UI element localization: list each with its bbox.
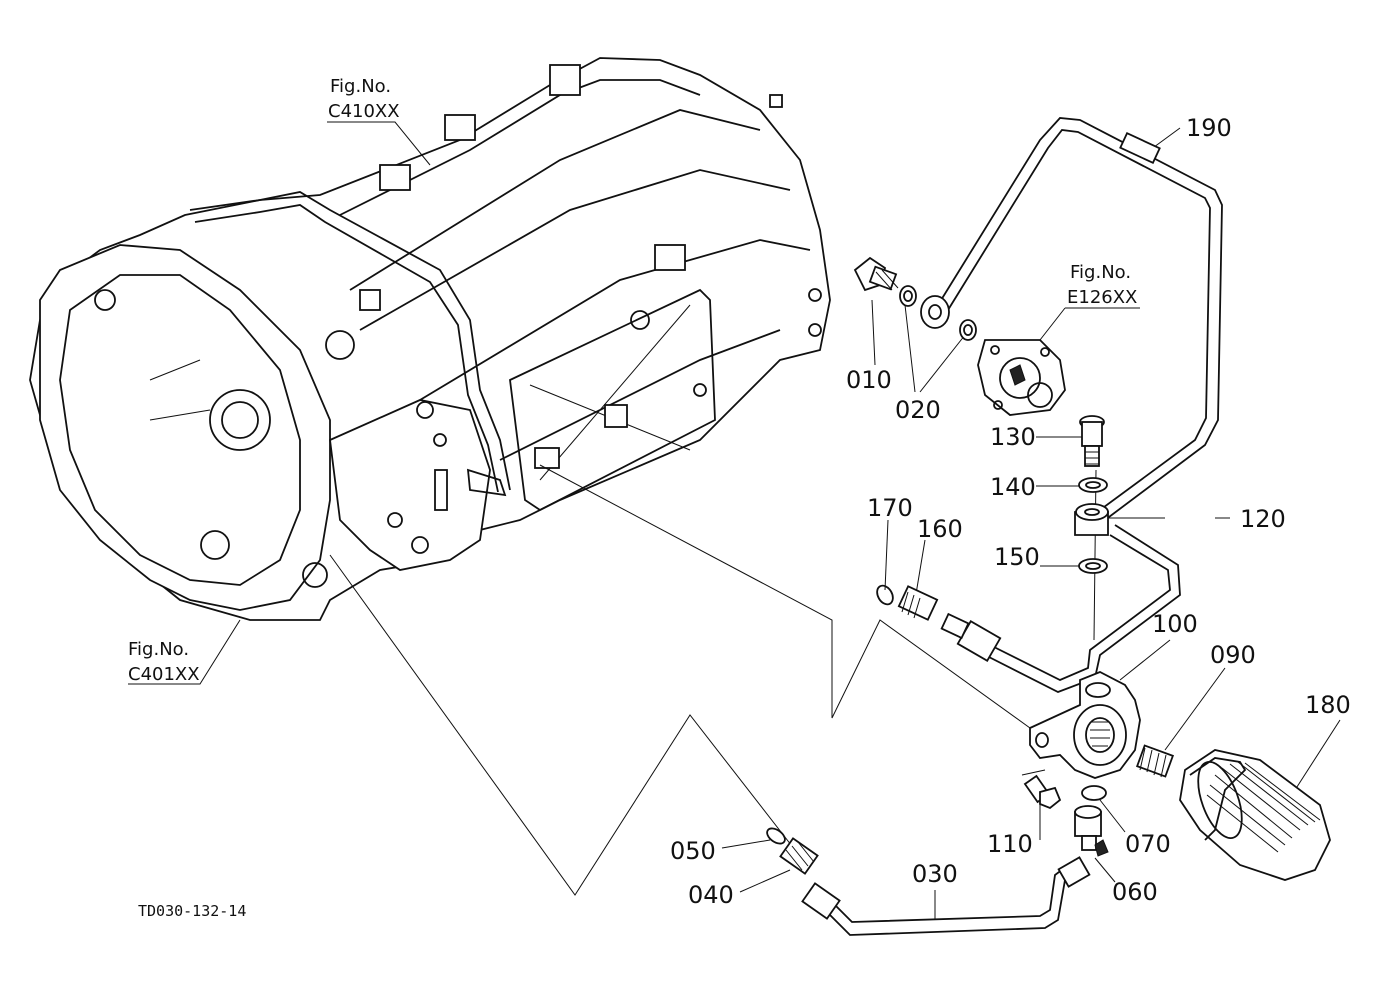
figref-c401-code: C401XX xyxy=(128,664,200,685)
figref-e126-code: E126XX xyxy=(1067,287,1137,308)
label-020: 020 xyxy=(895,396,941,424)
leader-lines xyxy=(128,121,1341,920)
pump-e126 xyxy=(977,339,1066,416)
o-ring-050 xyxy=(766,827,786,845)
banjo-fitting-upper xyxy=(920,295,950,329)
figure-references: Fig.No. C410XX Fig.No. E126XX Fig.No. C4… xyxy=(128,76,1137,685)
filter-head-100 xyxy=(1029,671,1141,779)
label-070: 070 xyxy=(1125,830,1171,858)
label-030: 030 xyxy=(912,860,958,888)
figref-c410-code: C410XX xyxy=(328,101,400,122)
part-number-labels: 190 010 020 130 140 120 170 160 150 100 … xyxy=(670,114,1351,909)
pipe-030 xyxy=(801,856,1091,936)
bolt-130 xyxy=(1079,415,1105,467)
bolt-010 xyxy=(853,256,899,292)
adaptor-040 xyxy=(779,837,819,875)
o-ring-070 xyxy=(1081,785,1107,801)
label-180: 180 xyxy=(1305,691,1351,719)
nipple-090 xyxy=(1135,744,1175,778)
washer-150 xyxy=(1078,558,1108,574)
label-190: 190 xyxy=(1186,114,1232,142)
label-040: 040 xyxy=(688,881,734,909)
transmission-housing xyxy=(29,57,831,621)
label-130: 130 xyxy=(990,423,1036,451)
union-160 xyxy=(897,585,970,640)
filter-cartridge-180 xyxy=(1179,749,1331,881)
label-160: 160 xyxy=(917,515,963,543)
label-050: 050 xyxy=(670,837,716,865)
washer-140 xyxy=(1078,477,1108,493)
washer-020 xyxy=(899,285,977,341)
label-120: 120 xyxy=(1240,505,1286,533)
label-110: 110 xyxy=(987,830,1033,858)
figref-c401-title: Fig.No. xyxy=(128,639,189,660)
figref-e126-title: Fig.No. xyxy=(1070,262,1131,283)
label-150: 150 xyxy=(994,543,1040,571)
drawing-code: TD030-132-14 xyxy=(138,902,246,920)
label-010: 010 xyxy=(846,366,892,394)
label-090: 090 xyxy=(1210,641,1256,669)
label-170: 170 xyxy=(867,494,913,522)
figref-c410-title: Fig.No. xyxy=(330,76,391,97)
o-ring-170 xyxy=(876,584,894,606)
pipe-190 xyxy=(937,117,1223,521)
pipe-120 xyxy=(956,524,1181,693)
label-060: 060 xyxy=(1112,878,1158,906)
elbow-060 xyxy=(1074,805,1109,857)
bolt-110 xyxy=(1021,769,1062,810)
label-100: 100 xyxy=(1152,610,1198,638)
label-140: 140 xyxy=(990,473,1036,501)
banjo-fitting-middle xyxy=(1074,503,1109,536)
